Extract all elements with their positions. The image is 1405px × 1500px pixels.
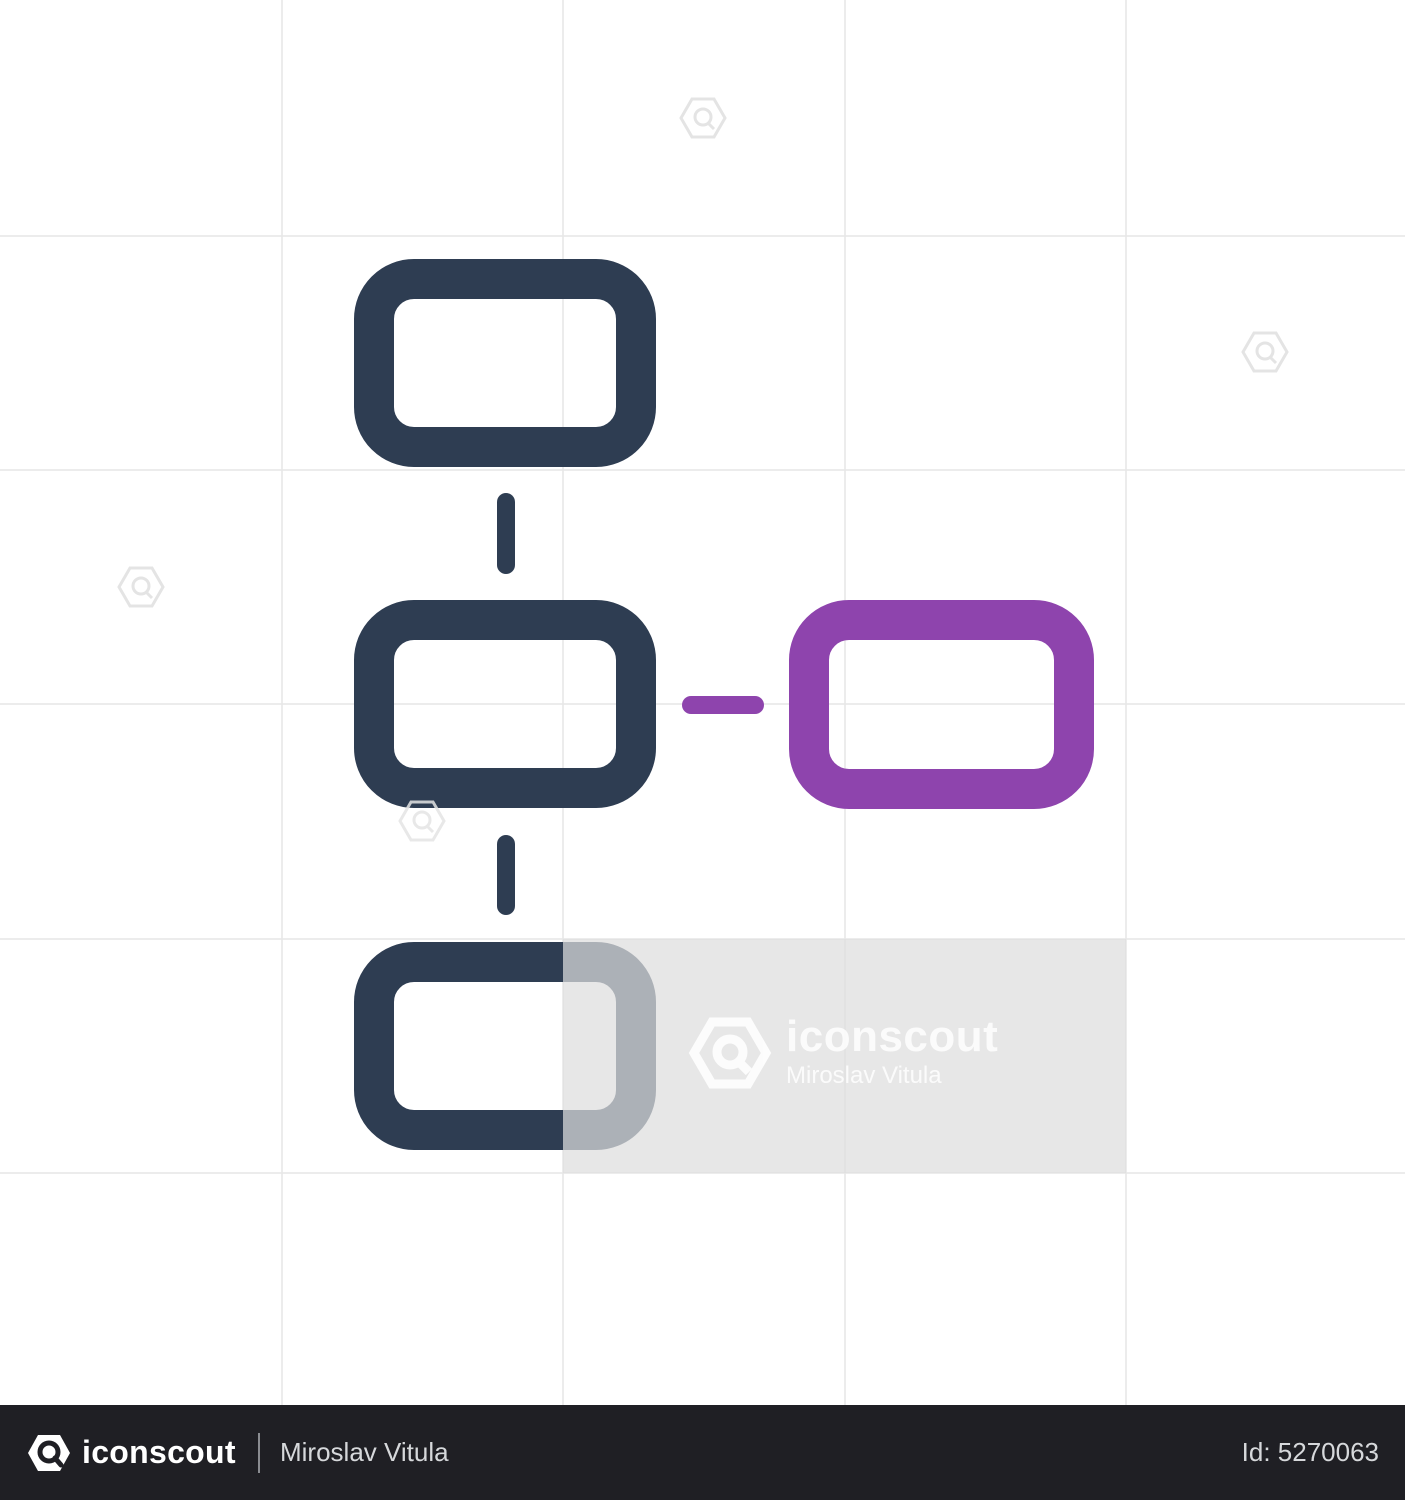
node-middle (354, 600, 656, 808)
footer-author[interactable]: Miroslav Vitula (280, 1437, 449, 1467)
diagram-canvas: iconscout Miroslav Vitula (0, 0, 1405, 1405)
watermark-brand: iconscout (786, 1012, 999, 1061)
iconscout-logo-icon (688, 1017, 772, 1089)
diagram-nodes (354, 259, 1094, 1150)
background-grid (0, 0, 1405, 1405)
watermark-box (563, 939, 1126, 1173)
footer-divider (258, 1433, 260, 1473)
footer-brand-name: iconscout (82, 1434, 236, 1470)
node-top (354, 259, 656, 467)
watermark-mark-icon (398, 800, 446, 842)
watermark-small-marks (117, 97, 1289, 608)
footer-asset-id: Id: 5270063 (1241, 1437, 1379, 1467)
watermark-mark-icon (679, 97, 727, 139)
iconscout-logo-icon (28, 1434, 70, 1471)
attribution-footer: iconscout Miroslav Vitula Id: 5270063 (0, 1405, 1405, 1500)
node-right (789, 600, 1094, 809)
diagram-connectors (497, 493, 764, 915)
footer-brand-link[interactable]: iconscout (26, 1405, 236, 1500)
watermark-mark-icon (117, 566, 165, 608)
watermark-mark-icon (1241, 331, 1289, 373)
watermark-author: Miroslav Vitula (786, 1062, 942, 1089)
